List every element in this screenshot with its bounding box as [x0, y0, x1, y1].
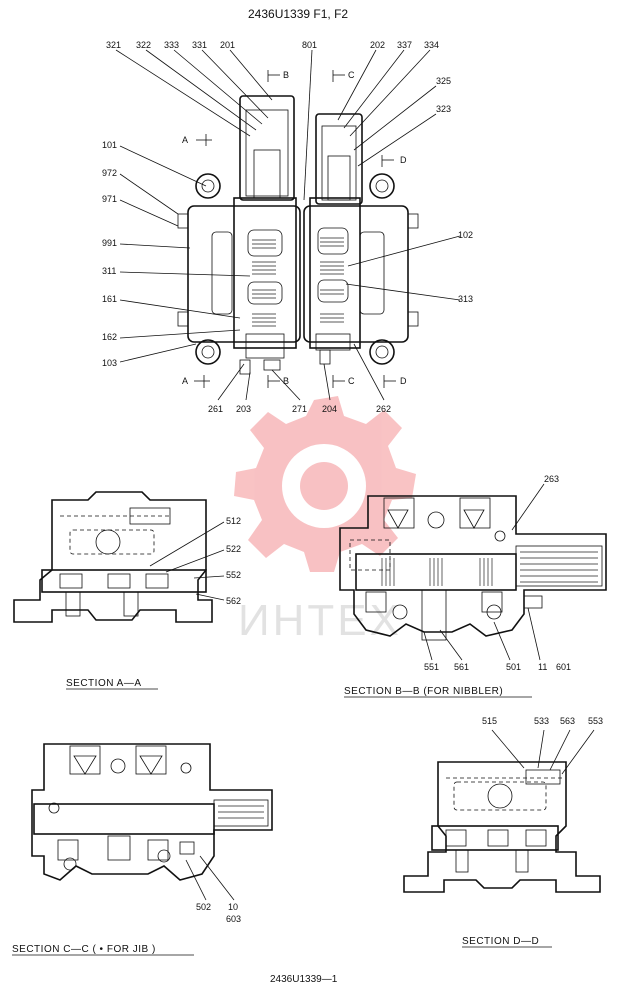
section-dd-title: SECTION D—D	[462, 936, 539, 947]
label-551: 551	[424, 662, 439, 672]
section-mark-b-top: B	[283, 70, 289, 80]
section-mark-d-top: D	[400, 155, 407, 165]
label-323: 323	[436, 104, 451, 114]
drawing-title: 2436U1339 F1, F2	[248, 7, 348, 21]
label-502: 502	[196, 902, 211, 912]
label-11: 11	[538, 662, 547, 672]
label-201: 201	[220, 40, 235, 50]
label-971: 971	[102, 194, 117, 204]
label-261: 261	[208, 404, 223, 414]
label-331: 331	[192, 40, 207, 50]
label-337: 337	[397, 40, 412, 50]
section-bb-view: 263 551 561 501 11 601 SECTION B—B (FOR …	[339, 474, 607, 698]
section-cc-title: SECTION C—C ( • FOR JIB )	[12, 944, 156, 955]
watermark-text: ИНТЕХ	[238, 596, 402, 645]
label-601: 601	[556, 662, 571, 672]
section-mark-c-bottom: C	[348, 376, 355, 386]
section-aa-title: SECTION A—A	[66, 678, 142, 689]
label-533: 533	[534, 716, 549, 726]
label-553: 553	[588, 716, 603, 726]
label-162: 162	[102, 332, 117, 342]
label-991: 991	[102, 238, 117, 248]
section-mark-b-bottom: B	[283, 376, 289, 386]
label-334: 334	[424, 40, 439, 50]
section-bb-title: SECTION B—B (FOR NIBBLER)	[344, 686, 503, 697]
section-mark-a-top: A	[182, 135, 188, 145]
label-262: 262	[376, 404, 391, 414]
label-202: 202	[370, 40, 385, 50]
label-263: 263	[544, 474, 559, 484]
label-313: 313	[458, 294, 473, 304]
section-mark-a-bottom: A	[182, 376, 188, 386]
label-501: 501	[506, 662, 521, 672]
main-view-labels: 321 322 333 331 201 801 202 337 334 325 …	[102, 40, 473, 414]
label-552: 552	[226, 570, 241, 580]
label-161: 161	[102, 294, 117, 304]
label-561: 561	[454, 662, 469, 672]
section-cc-view: 502 10 603 SECTION C—C ( • FOR JIB )	[12, 743, 273, 956]
section-mark-d-bottom: D	[400, 376, 407, 386]
main-view	[115, 49, 461, 401]
label-103: 103	[102, 358, 117, 368]
label-203: 203	[236, 404, 251, 414]
label-204: 204	[322, 404, 337, 414]
label-972: 972	[102, 168, 117, 178]
section-dd-view: 515 533 563 553 SECTION D—D	[403, 716, 603, 948]
label-333: 333	[164, 40, 179, 50]
label-311: 311	[102, 266, 116, 276]
label-10: 10	[228, 902, 238, 912]
drawing-footer-code: 2436U1339—1	[270, 974, 338, 985]
label-321: 321	[106, 40, 121, 50]
section-mark-c-top: C	[348, 70, 355, 80]
label-522: 522	[226, 544, 241, 554]
label-322: 322	[136, 40, 151, 50]
label-271: 271	[292, 404, 307, 414]
section-aa-view: 512 522 552 562 SECTION A—A	[13, 491, 241, 690]
label-801: 801	[302, 40, 317, 50]
label-563: 563	[560, 716, 575, 726]
watermark-logo: ИНТЕХ	[234, 396, 416, 645]
label-325: 325	[436, 76, 451, 86]
label-512: 512	[226, 516, 241, 526]
label-562: 562	[226, 596, 241, 606]
label-603: 603	[226, 914, 241, 924]
label-515: 515	[482, 716, 497, 726]
label-102: 102	[458, 230, 473, 240]
label-101: 101	[102, 140, 117, 150]
